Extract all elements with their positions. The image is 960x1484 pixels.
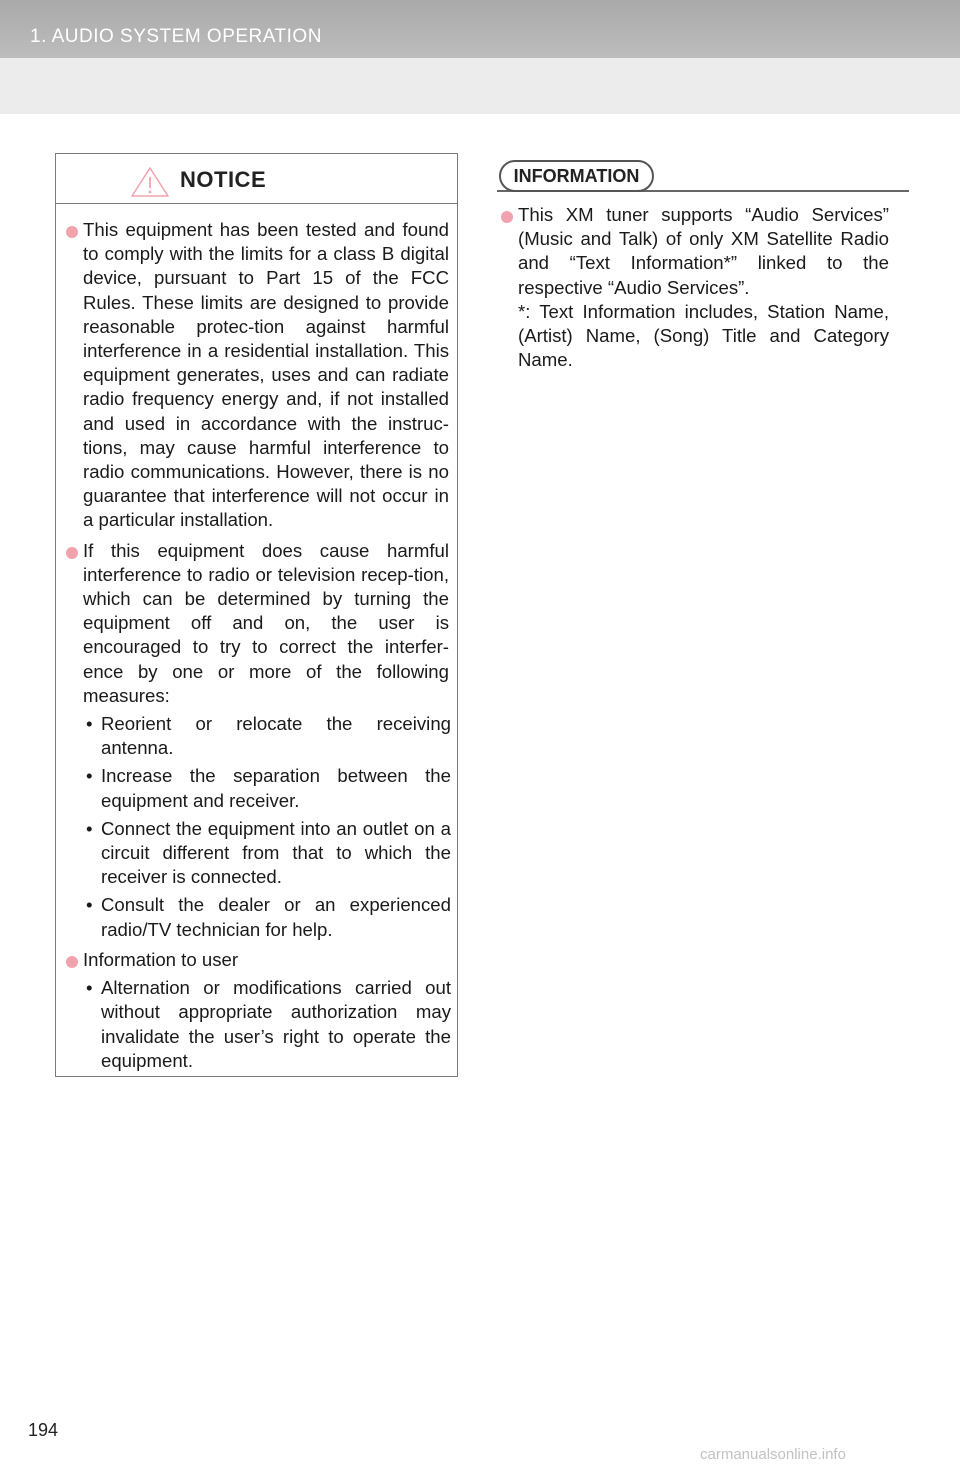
sub-bullet-icon: • <box>86 894 93 916</box>
bullet-dot-icon <box>66 226 78 238</box>
notice-item-text: If this equipment does cause harmful int… <box>83 539 449 706</box>
sub-bullet-icon: • <box>86 713 93 735</box>
bullet-dot-icon <box>66 955 78 968</box>
information-badge: INFORMATION <box>499 160 654 192</box>
notice-sub-list: • Reorient or relocate the receiving ant… <box>83 712 451 942</box>
notice-sub-item: • Increase the separation between the eq… <box>83 764 451 812</box>
information-body: This XM tuner supports “Audio Services” … <box>501 203 889 378</box>
notice-box: NOTICE This equipment has been tested an… <box>55 153 458 1077</box>
notice-sub-item: • Consult the dealer or an experienced r… <box>83 893 451 941</box>
notice-title: NOTICE <box>180 167 267 192</box>
information-footnote: *: Text Information includes, Station Na… <box>518 300 889 371</box>
notice-sub-item-text: Connect the equipment into an outlet on … <box>101 817 451 888</box>
page-number: 194 <box>28 1420 59 1440</box>
header-band: 1. AUDIO SYSTEM OPERATION <box>0 0 960 58</box>
notice-sub-item: • Alternation or modifications carried o… <box>83 976 451 1073</box>
notice-sub-item-text: Increase the separation between the equi… <box>101 765 451 811</box>
bullet-dot-icon <box>501 211 513 223</box>
notice-sub-item-text: Reorient or relocate the receiving anten… <box>101 713 451 759</box>
notice-body: This equipment has been tested and found… <box>66 218 451 1079</box>
warning-triangle-icon <box>131 167 169 197</box>
watermark: carmanualsonline.info <box>700 1446 846 1463</box>
information-item-text: This XM tuner supports “Audio Services” … <box>518 204 889 298</box>
information-rule <box>497 190 909 192</box>
sub-bullet-icon: • <box>86 977 93 999</box>
notice-item: Information to user • Alternation or mod… <box>66 948 451 1073</box>
notice-sub-item: • Connect the equipment into an outlet o… <box>83 817 451 890</box>
notice-sub-item: • Reorient or relocate the receiving ant… <box>83 712 451 760</box>
notice-sub-item-text: Consult the dealer or an experienced rad… <box>101 894 451 940</box>
notice-sub-list: • Alternation or modifications carried o… <box>83 976 451 1073</box>
sub-bullet-icon: • <box>86 817 93 839</box>
sub-bullet-icon: • <box>86 765 93 787</box>
bullet-dot-icon <box>66 546 78 559</box>
section-title: 1. AUDIO SYSTEM OPERATION <box>30 26 322 47</box>
information-item: This XM tuner supports “Audio Services” … <box>501 203 889 372</box>
notice-header: NOTICE <box>56 154 457 204</box>
notice-item-text: This equipment has been tested and found… <box>83 219 449 531</box>
information-label: INFORMATION <box>513 166 640 186</box>
notice-item-text: Information to user <box>83 948 239 970</box>
subheader-band <box>0 58 960 114</box>
notice-sub-item-text: Alternation or modifications carried out… <box>101 977 451 1071</box>
notice-item: If this equipment does cause harmful int… <box>66 539 451 942</box>
notice-item: This equipment has been tested and found… <box>66 218 449 533</box>
